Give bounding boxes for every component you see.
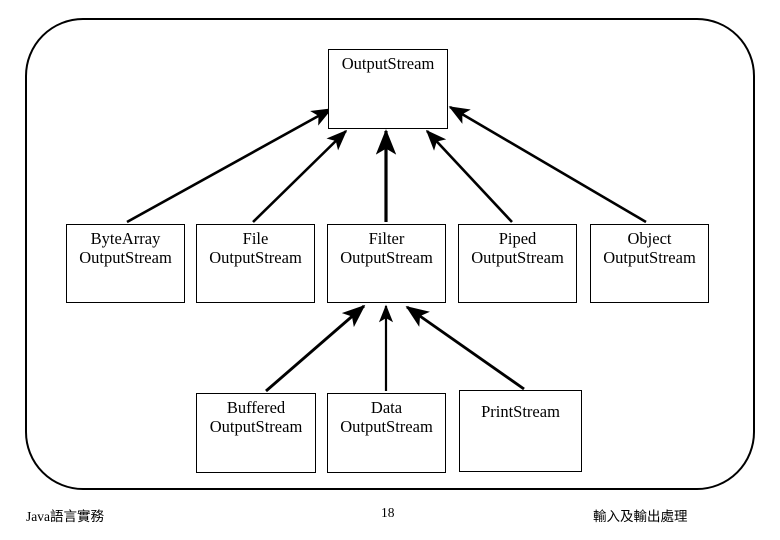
node-piped-outputstream[interactable]: Piped OutputStream <box>458 224 577 303</box>
node-filter-outputstream[interactable]: Filter OutputStream <box>327 224 446 303</box>
node-bytearray-outputstream[interactable]: ByteArray OutputStream <box>66 224 185 303</box>
node-outputstream[interactable]: OutputStream <box>328 49 448 129</box>
node-buffered-outputstream[interactable]: Buffered OutputStream <box>196 393 316 473</box>
footer-left-text: Java語言實務 <box>26 509 104 524</box>
node-file-outputstream[interactable]: File OutputStream <box>196 224 315 303</box>
node-object-outputstream[interactable]: Object OutputStream <box>590 224 709 303</box>
node-printstream[interactable]: PrintStream <box>459 390 582 472</box>
node-data-outputstream[interactable]: Data OutputStream <box>327 393 446 473</box>
footer-page-number: 18 <box>381 505 395 520</box>
footer-right-text: 輸入及輸出處理 <box>593 509 688 524</box>
slide-border-frame <box>25 18 755 490</box>
